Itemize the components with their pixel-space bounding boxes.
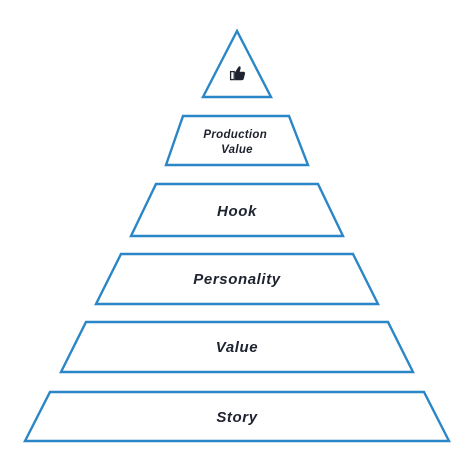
- tier-shape: [94, 252, 380, 306]
- tier-shape: [164, 114, 310, 167]
- tier-story: Story: [23, 390, 451, 443]
- tier-production-value: Production Value: [164, 114, 310, 167]
- pyramid-apex: [201, 28, 273, 99]
- tier-label: Production Value: [203, 129, 270, 156]
- thumbs-up-icon: [229, 66, 246, 81]
- tier-shape: [23, 390, 451, 443]
- tier-personality: Personality: [94, 252, 380, 306]
- tier-label: Personality: [193, 271, 281, 288]
- tier-label: Hook: [217, 203, 257, 220]
- tier-shape: [129, 182, 345, 238]
- tier-label: Story: [216, 409, 257, 426]
- tier-hook: Hook: [129, 182, 345, 238]
- apex-triangle: [201, 28, 273, 99]
- tier-shape: [59, 320, 415, 374]
- tier-label: Value: [216, 339, 258, 356]
- tier-value: Value: [59, 320, 415, 374]
